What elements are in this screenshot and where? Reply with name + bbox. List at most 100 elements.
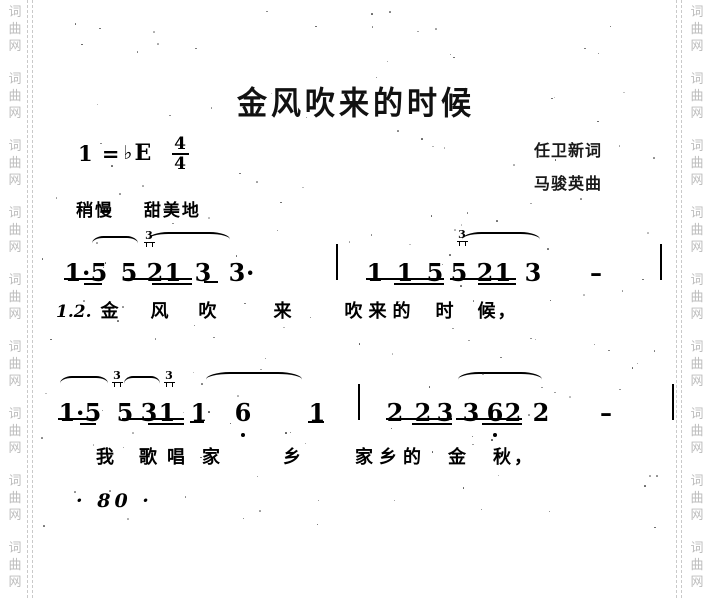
- scan-speckle: [96, 104, 98, 106]
- scan-speckle: [305, 442, 307, 444]
- watermark-group: 词曲网: [8, 71, 21, 122]
- scan-speckle: [569, 396, 572, 399]
- scan-speckle: [306, 117, 308, 119]
- note-6: 3: [194, 258, 212, 287]
- watermark-character: 词: [8, 407, 22, 422]
- watermark-group: 词曲网: [8, 406, 21, 457]
- lyric-syllable: 的: [392, 301, 411, 322]
- scan-speckle: [137, 51, 139, 54]
- scan-speckle: [656, 475, 659, 478]
- scan-speckle: [535, 339, 537, 341]
- scan-speckle: [375, 76, 377, 78]
- watermark-character: 网: [690, 508, 704, 523]
- scan-speckle: [441, 264, 443, 266]
- lyric-syllable: 唱: [167, 447, 185, 468]
- lyric-punctuation: ，: [514, 447, 532, 468]
- watermark-character: 词: [690, 340, 704, 355]
- scan-speckle: [392, 353, 394, 356]
- watermark-character: 词: [8, 474, 22, 489]
- scan-speckle: [75, 23, 77, 26]
- scan-speckle: [93, 443, 95, 446]
- watermark-character: 词: [690, 139, 704, 154]
- measure-3: 3 3 1 · 5 5 3 1 1 6: [58, 370, 350, 437]
- lyric-syllable: 吹: [344, 301, 363, 322]
- scan-speckle: [393, 499, 395, 501]
- time-signature: 4 4: [167, 136, 193, 173]
- slur-5: [124, 376, 160, 391]
- scan-speckle: [622, 289, 624, 292]
- scan-speckle: [396, 129, 399, 132]
- scan-speckle: [117, 319, 120, 322]
- scan-speckle: [641, 279, 644, 281]
- barline-2: [660, 244, 662, 280]
- watermark-group: 词曲网: [8, 4, 21, 55]
- note-11: 5: [450, 258, 468, 287]
- watermark-character: 词: [8, 206, 22, 221]
- scan-speckle: [183, 412, 185, 414]
- watermark-group: 词曲网: [8, 339, 21, 390]
- watermark-character: 网: [690, 106, 704, 121]
- scan-edge-rule-left-inner: [32, 0, 34, 598]
- scan-speckle: [301, 186, 304, 188]
- lyricist-credit: 任卫新词: [534, 141, 603, 160]
- beam-m2-a2: [394, 283, 444, 285]
- scan-speckle: [126, 518, 129, 521]
- octave-dot-low: [493, 433, 497, 437]
- augmentation-dot-1: ·: [82, 258, 91, 287]
- watermark-group: 词曲网: [690, 138, 703, 189]
- scan-speckle: [451, 328, 454, 330]
- scan-speckle: [472, 443, 475, 445]
- expression-mark: 甜美地: [143, 201, 201, 221]
- watermark-group: 词曲网: [690, 406, 703, 457]
- watermark-character: 曲: [8, 156, 22, 171]
- scan-speckle: [45, 393, 48, 395]
- slur-4: [60, 376, 108, 391]
- scan-speckle: [610, 26, 612, 28]
- watermark-character: 网: [8, 441, 22, 456]
- lyric-syllable: 候: [477, 301, 496, 322]
- watermark-character: 词: [8, 72, 22, 87]
- scan-speckle: [583, 48, 586, 50]
- page-title: 金风吹来的时候: [237, 85, 475, 123]
- beam-m4-b2: [482, 423, 522, 425]
- scan-speckle: [429, 385, 431, 388]
- lyric-syllable: 的: [403, 447, 421, 468]
- scan-speckle: [513, 163, 516, 166]
- scan-speckle: [175, 457, 178, 460]
- scan-speckle: [554, 158, 556, 161]
- page-number: · 80 ·: [76, 490, 153, 512]
- slur-6: [206, 372, 302, 387]
- scan-speckle: [141, 184, 144, 187]
- lyric-syllable: 秋: [493, 447, 511, 468]
- beam-m3-a: [58, 418, 96, 420]
- slur-2: [148, 232, 230, 247]
- barline-4: [672, 384, 674, 420]
- scan-edge-rule-right-outer: [681, 0, 683, 598]
- scan-speckle: [371, 26, 373, 29]
- composer-credit: 马骏英曲: [534, 174, 603, 193]
- slur-7: [458, 372, 542, 387]
- watermark-group: 词曲网: [8, 205, 21, 256]
- scan-speckle: [472, 436, 474, 438]
- scan-speckle: [482, 373, 485, 376]
- watermark-character: 网: [690, 374, 704, 389]
- scan-speckle: [462, 486, 464, 489]
- scan-speckle: [50, 339, 53, 341]
- scan-speckle: [371, 233, 373, 236]
- watermark-character: 曲: [690, 290, 704, 305]
- beam-m2-a: [366, 278, 444, 280]
- watermark-character: 曲: [8, 491, 22, 506]
- scan-speckle: [171, 223, 174, 225]
- barline-3: [358, 384, 360, 420]
- watermark-character: 网: [8, 173, 22, 188]
- scan-speckle: [582, 294, 585, 297]
- scan-speckle: [450, 53, 452, 55]
- beam-m1-c: [204, 281, 218, 283]
- watermark-character: 曲: [690, 424, 704, 439]
- scan-speckle: [42, 524, 45, 527]
- scan-speckle: [449, 253, 452, 256]
- scan-speckle: [208, 217, 210, 220]
- augmentation-dot-2: ·: [246, 258, 255, 287]
- key-signature-note: E: [134, 140, 153, 166]
- scan-speckle: [461, 223, 463, 226]
